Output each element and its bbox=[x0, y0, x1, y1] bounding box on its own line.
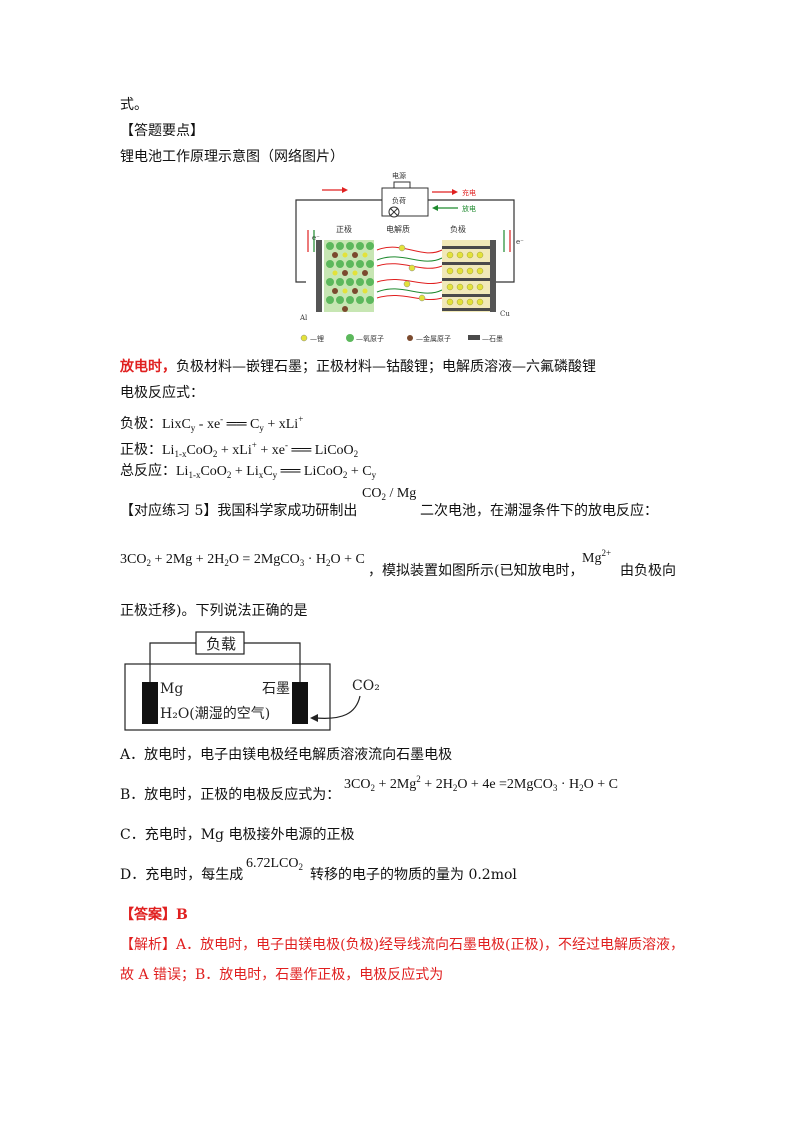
key-points-heading: 【答题要点】 bbox=[120, 123, 204, 139]
figure-caption: 锂电池工作原理示意图（网络图片） bbox=[120, 149, 344, 165]
load-label: 负荷 bbox=[392, 196, 406, 205]
co2-label: CO₂ bbox=[352, 678, 380, 694]
exercise-5-intro-end: 二次电池，在潮湿条件下的放电反应： bbox=[420, 503, 658, 519]
option-d-end: 转移的电子的物质的量为 0.2mol bbox=[310, 867, 517, 883]
positive-reaction: 正极：Li1-xCoO2 + xLi+ + xe- ══ LiCoO2 bbox=[120, 440, 359, 459]
al-label: Al bbox=[299, 314, 308, 322]
negative-reaction: 负极：LixCy - xe- ══ Cy + xLi+ bbox=[120, 414, 304, 433]
answer: 【答案】B bbox=[120, 907, 188, 923]
li-battery-diagram: 电源 负荷 充电 放电 e⁻ e⁻ 正极 电解质 负极 Al bbox=[282, 170, 540, 350]
legend-graphite: —石墨 bbox=[482, 335, 503, 343]
legend-oxygen: —氧原子 bbox=[356, 334, 384, 343]
electrolyte-label: H₂O(潮湿的空气) bbox=[160, 706, 270, 722]
positive-label: 正极 bbox=[336, 224, 352, 234]
charge-label: 充电 bbox=[462, 188, 476, 197]
co2-mg-label: CO2 / Mg bbox=[362, 486, 417, 502]
legend: —锂 —氧原子 —金属原子 —石墨 bbox=[300, 334, 503, 343]
option-c: C．充电时，Mg 电极接外电源的正极 bbox=[120, 827, 355, 843]
mg-electrode-label: Mg bbox=[160, 681, 183, 697]
option-d-start: D．充电时，每生成 bbox=[120, 867, 244, 883]
power-label: 电源 bbox=[392, 171, 406, 180]
option-b-equation: 3CO2 + 2Mg2 + 2H2O + 4e =2MgCO3 · H2O + … bbox=[344, 774, 618, 793]
option-d-quantity: 6.72LCO2 bbox=[246, 856, 303, 872]
exercise-5-line2-end: 由负极向 bbox=[620, 563, 676, 579]
mg-ion: Mg2+ bbox=[582, 548, 612, 566]
option-b: B．放电时，正极的电极反应式为： bbox=[120, 787, 341, 803]
discharge-materials: 放电时，负极材料—嵌锂石墨；正极材料—钴酸锂；电解质溶液—六氟磷酸锂 bbox=[120, 358, 596, 376]
cathode-lattice bbox=[324, 240, 374, 312]
electrode-reactions-label: 电极反应式： bbox=[120, 385, 204, 401]
legend-metal: —金属原子 bbox=[416, 334, 451, 343]
load-box-label: 负载 bbox=[206, 635, 236, 653]
mg-battery-diagram: 负载 Mg 石墨 H₂O(潮湿的空气) CO₂ bbox=[124, 631, 380, 731]
legend-lithium: —锂 bbox=[310, 334, 324, 343]
discharge-heading: 放电时， bbox=[120, 359, 176, 375]
cu-label: Cu bbox=[500, 310, 510, 318]
negative-label: 负极 bbox=[450, 224, 466, 234]
graphite-electrode-label: 石墨 bbox=[262, 681, 290, 697]
line-continuation: 式。 bbox=[120, 97, 148, 113]
e-label-left: e⁻ bbox=[312, 234, 320, 242]
exercise-5-question: 正极迁移)。下列说法正确的是 bbox=[120, 603, 308, 619]
anode-graphite bbox=[442, 240, 490, 312]
option-a: A．放电时，电子由镁电极经电解质溶液流向石墨电极 bbox=[120, 747, 453, 763]
analysis-line-2: 故 A 错误；B．放电时，石墨作正极，电极反应式为 bbox=[120, 967, 444, 983]
exercise-5-intro: 【对应练习 5】我国科学家成功研制出 bbox=[120, 503, 358, 519]
total-reaction: 总反应：Li1-xCoO2 + LixCy ══ LiCoO2 + Cy bbox=[120, 463, 377, 480]
analysis-line-1: 【解析】A．放电时，电子由镁电极(负极)经导线流向石墨电极(正极)，不经过电解质… bbox=[120, 937, 684, 953]
exercise-5-line2: ，模拟装置如图所示(已知放电时， bbox=[368, 563, 584, 579]
discharge-equation: 3CO2 + 2Mg + 2H2O = 2MgCO3 · H2O + C bbox=[120, 552, 365, 568]
materials-text: 负极材料—嵌锂石墨；正极材料—钴酸锂；电解质溶液—六氟磷酸锂 bbox=[176, 359, 596, 375]
discharge-label: 放电 bbox=[462, 204, 476, 213]
electrolyte-label: 电解质 bbox=[386, 224, 410, 234]
e-label-right: e⁻ bbox=[516, 238, 524, 246]
